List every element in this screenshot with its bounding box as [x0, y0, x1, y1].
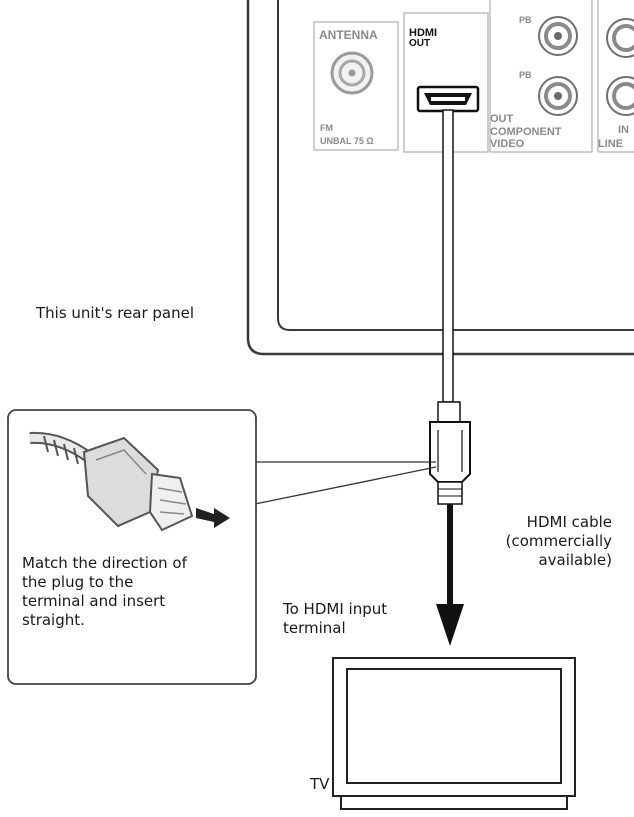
tv-stand: [340, 795, 568, 810]
line-in-in-label: IN: [618, 124, 629, 136]
component-jack-bottom: [538, 76, 578, 116]
hdmi-out-port: [416, 85, 480, 113]
callout-text-line4: straight.: [22, 611, 85, 629]
cable-direction-arrow: [436, 604, 464, 646]
antenna-title: ANTENNA: [319, 28, 378, 42]
cable-label-line1: HDMI cable: [527, 513, 612, 531]
component-video-label: VIDEO: [490, 138, 525, 150]
component-pb-top-label: PB: [519, 15, 532, 25]
component-pb-bottom-label: PB: [519, 70, 532, 80]
plug-callout: Match the direction of the plug to the t…: [7, 409, 437, 685]
cable-label: HDMI cable (commercially available): [506, 513, 613, 569]
callout-text-line2: the plug to the: [22, 573, 133, 591]
to-terminal-line2: terminal: [283, 619, 346, 637]
unit-inner-outline: [277, 0, 634, 331]
unit-outline: [246, 0, 634, 356]
callout-text-line3: terminal and insert: [22, 592, 165, 610]
line-in-line-label: LINE: [598, 138, 623, 150]
component-name-label: COMPONENT: [490, 126, 562, 138]
antenna-block: ANTENNA FM UNBAL 75 Ω: [313, 21, 399, 151]
component-video-block: PB PB OUT COMPONENT VIDEO: [489, 0, 593, 153]
insert-direction-arrow: [196, 508, 230, 528]
hdmi-out-label-line1: HDMI: [409, 27, 437, 39]
rear-panel: ANTENNA FM UNBAL 75 Ω HDMI OUT PB: [35, 0, 634, 356]
hdmi-cable: [429, 109, 471, 646]
tv-screen: [346, 668, 562, 784]
hdmi-out-label-line2: OUT: [409, 38, 430, 49]
plug-closeup-illustration: [29, 431, 230, 532]
to-terminal-line1: To HDMI input: [282, 600, 387, 618]
antenna-unbal-label: UNBAL 75 Ω: [320, 136, 374, 146]
component-out-label: OUT: [490, 113, 514, 125]
callout-text-line1: Match the direction of: [22, 554, 188, 572]
cable-label-line3: available): [538, 551, 612, 569]
rear-panel-label: This unit's rear panel: [35, 304, 194, 322]
cable-plug: [429, 401, 471, 505]
tv-label: TV: [309, 775, 330, 793]
callout-box: [7, 409, 257, 685]
component-jack-top: [538, 16, 578, 56]
line-in-block: IN LINE: [597, 0, 634, 153]
hdmi-out-block: HDMI OUT: [403, 12, 489, 153]
tv: TV: [309, 657, 576, 810]
cable-label-line2: (commercially: [506, 532, 613, 550]
cable-upper-segment: [442, 109, 454, 403]
antenna-fm-label: FM: [320, 123, 333, 133]
